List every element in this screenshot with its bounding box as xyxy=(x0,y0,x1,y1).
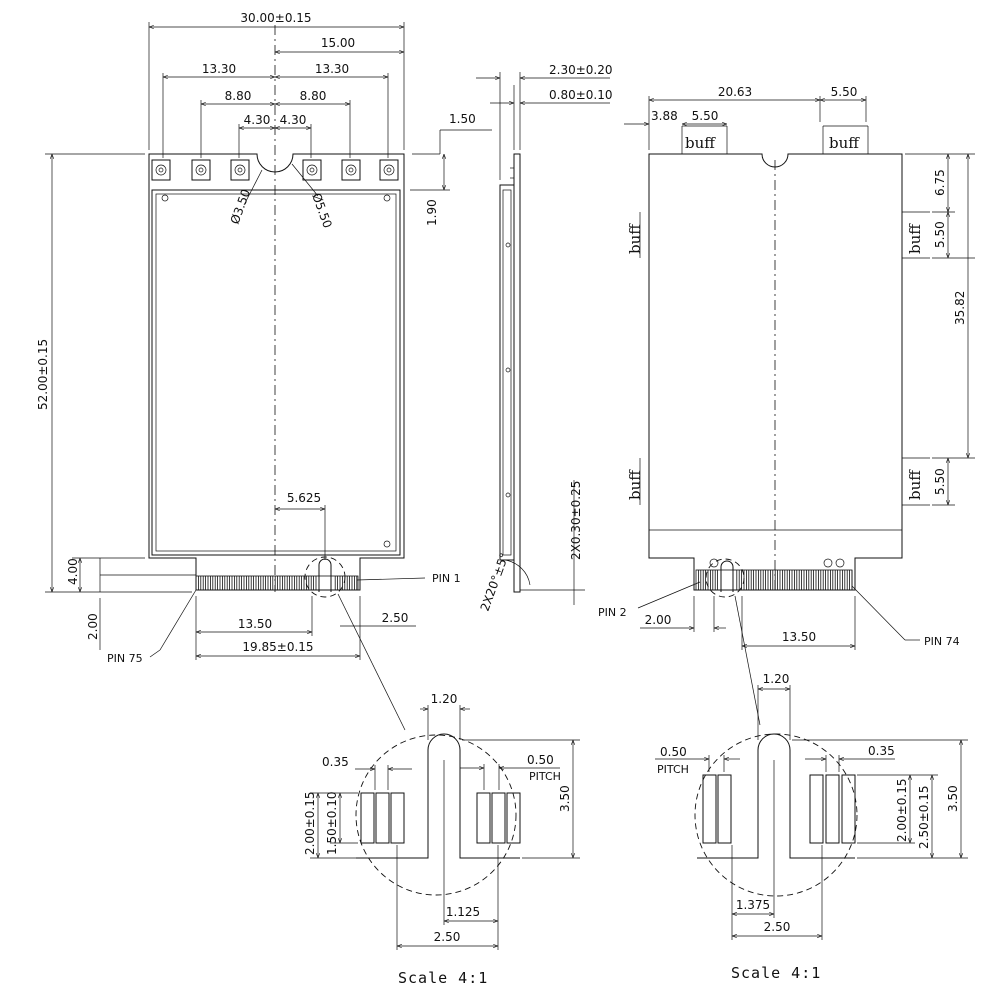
label-pin-74: PIN 74 xyxy=(924,635,960,648)
dim-edge-2: 2.00 xyxy=(86,613,100,640)
dim-offset-top: 1.50 xyxy=(449,112,476,126)
buff-right-top: buff xyxy=(906,223,924,254)
back-view: buff buff buff buff buff buff 20.63 5.50… xyxy=(598,85,975,726)
detail-left-padlen: 2.00±0.15 xyxy=(303,792,317,856)
dim-mid-right: 8.80 xyxy=(300,89,327,103)
dim-side-angle: 2X20°±5° xyxy=(478,551,512,613)
dim-5625: 5.625 xyxy=(287,491,321,505)
detail-right-scale: Scale 4:1 xyxy=(731,964,821,982)
detail-right: 1.20 0.50 PITCH 0.35 2.00±0.15 2.50±0.15… xyxy=(655,672,968,982)
detail-right-pad: 0.35 xyxy=(868,744,895,758)
detail-left-span: 2.50 xyxy=(434,930,461,944)
dim-offset-190: 1.90 xyxy=(425,199,439,226)
detail-left-pitch-label: PITCH xyxy=(529,770,561,783)
dim-side-thickness: 2.30±0.20 xyxy=(549,63,613,77)
detail-left-offset: 1.125 xyxy=(446,905,480,919)
detail-right-offset: 1.375 xyxy=(736,898,770,912)
dim-center: 15.00 xyxy=(321,36,355,50)
dim-back-1350: 13.50 xyxy=(782,630,816,644)
dim-back-675: 6.75 xyxy=(933,169,947,196)
dim-hole-large: Ø5.50 xyxy=(309,191,335,230)
dim-side-pcb: 0.80±0.10 xyxy=(549,88,613,102)
detail-left-padlen2: 1.50±0.10 xyxy=(325,792,339,856)
detail-left-slot: 1.20 xyxy=(431,692,458,706)
dim-inner-left: 4.30 xyxy=(244,113,271,127)
dim-outer-left: 13.30 xyxy=(202,62,236,76)
buff-right-bottom: buff xyxy=(906,469,924,500)
detail-right-span: 2.50 xyxy=(764,920,791,934)
dim-mid-left: 8.80 xyxy=(225,89,252,103)
detail-right-padlen: 2.00±0.15 xyxy=(895,779,909,843)
detail-left-pitch: 0.50 xyxy=(527,753,554,767)
label-pin-2: PIN 2 xyxy=(598,606,627,619)
dim-outer-right: 13.30 xyxy=(315,62,349,76)
dim-back-550-b: 5.50 xyxy=(933,468,947,495)
label-pin-75: PIN 75 xyxy=(107,652,143,665)
dim-inner-right: 4.30 xyxy=(280,113,307,127)
dim-1985: 19.85±0.15 xyxy=(242,640,313,654)
dim-back-2063: 20.63 xyxy=(718,85,752,99)
dim-back-550-top: 5.50 xyxy=(831,85,858,99)
detail-right-pitch: 0.50 xyxy=(660,745,687,759)
dim-width: 30.00±0.15 xyxy=(240,11,311,25)
front-view: 30.00±0.15 15.00 13.30 13.30 8.80 8.80 4… xyxy=(36,11,492,731)
dim-back-3582: 35.82 xyxy=(953,291,967,325)
detail-right-padlen2: 2.50±0.15 xyxy=(917,786,931,850)
dim-1350: 13.50 xyxy=(238,617,272,631)
detail-left-depth: 3.50 xyxy=(558,785,572,812)
buff-top-left: buff xyxy=(685,134,716,152)
gold-fingers-front xyxy=(195,575,359,591)
detail-right-depth: 3.50 xyxy=(946,785,960,812)
detail-left: 1.20 0.35 0.50 PITCH 2.00±0.15 1.50±0.10… xyxy=(303,692,580,987)
dim-hole-small: Ø3.50 xyxy=(228,187,254,226)
detail-right-pitch-label: PITCH xyxy=(657,763,689,776)
dim-back-388: 3.88 xyxy=(651,109,678,123)
buff-left-top: buff xyxy=(626,223,644,254)
dim-250: 2.50 xyxy=(382,611,409,625)
detail-right-slot: 1.20 xyxy=(763,672,790,686)
side-view: 2.30±0.20 0.80±0.10 2X0.30±0.25 2X20°±5° xyxy=(476,63,613,613)
dim-notch: 4.00 xyxy=(66,558,80,585)
antenna-connectors xyxy=(151,159,399,181)
detail-left-pad: 0.35 xyxy=(322,755,349,769)
gold-fingers-back xyxy=(695,569,853,591)
label-pin-1: PIN 1 xyxy=(432,572,461,585)
dim-height: 52.00±0.15 xyxy=(36,339,50,410)
dim-back-550-a: 5.50 xyxy=(933,221,947,248)
buff-top-right: buff xyxy=(829,134,860,152)
detail-left-scale: Scale 4:1 xyxy=(398,969,488,987)
dim-back-200: 2.00 xyxy=(645,613,672,627)
buff-left-bottom: buff xyxy=(626,469,644,500)
dim-back-550-buff: 5.50 xyxy=(692,109,719,123)
dim-side-chamfer: 2X0.30±0.25 xyxy=(569,481,583,560)
